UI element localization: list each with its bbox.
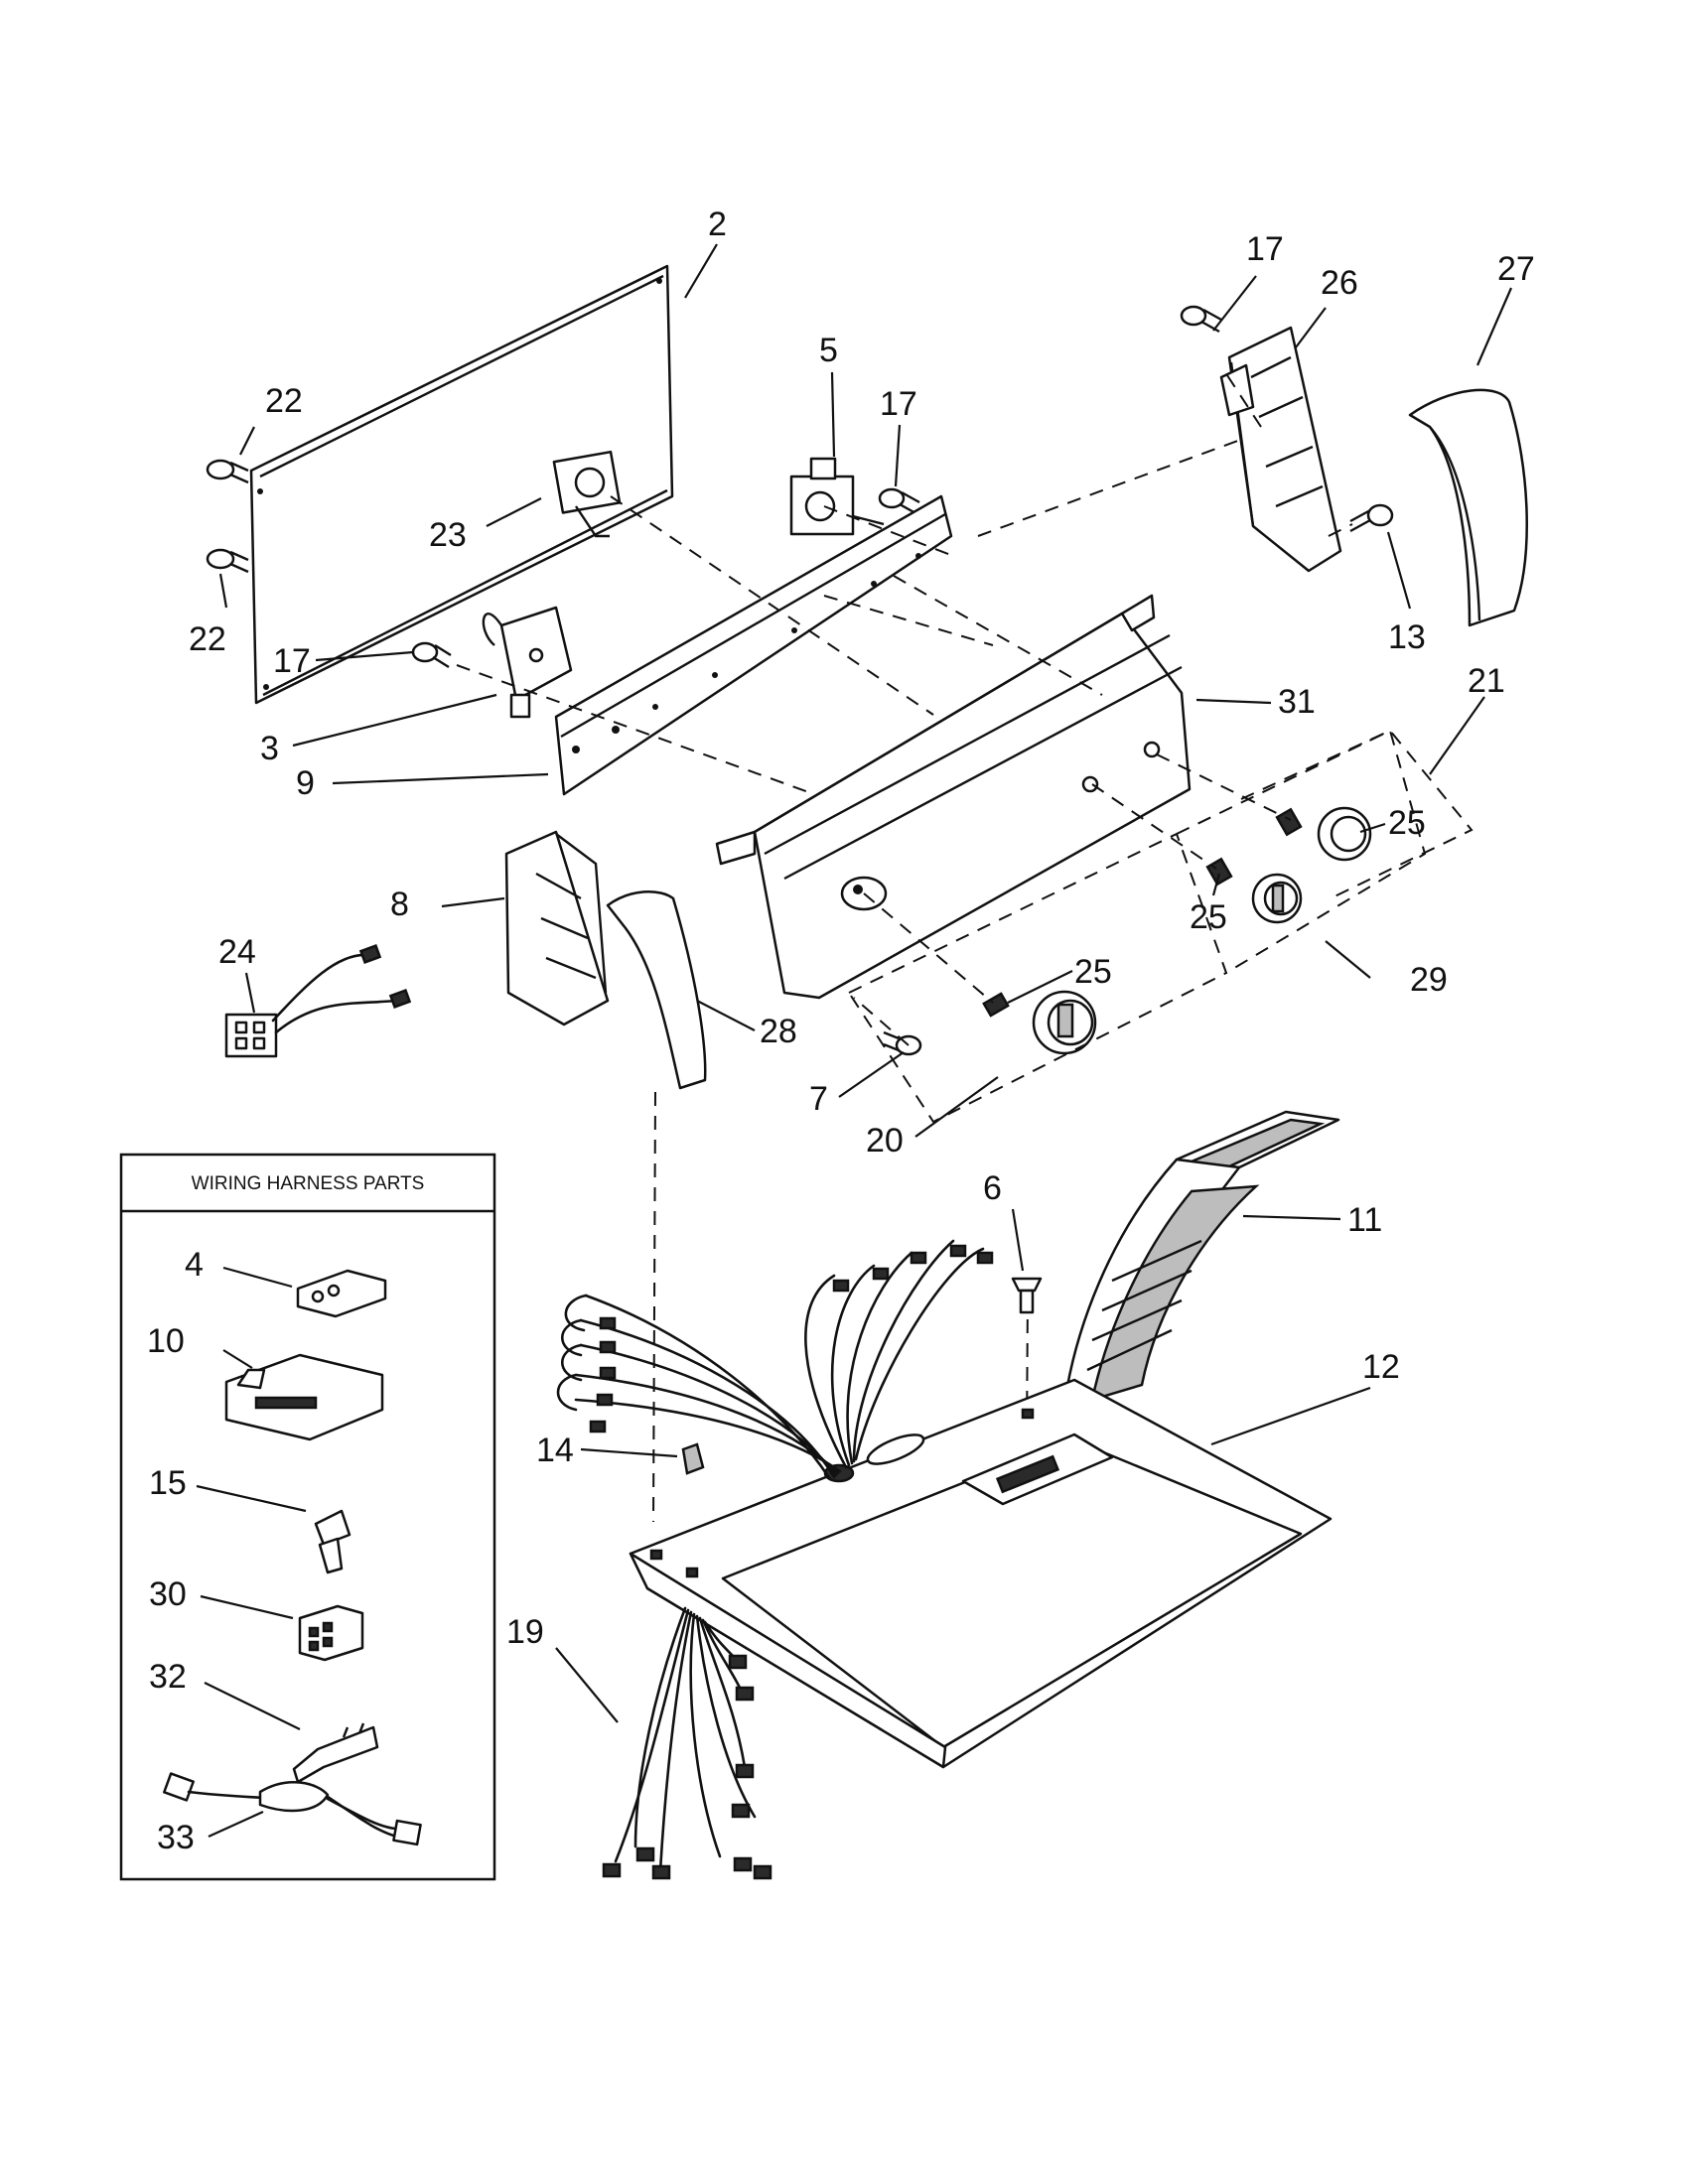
callout-33: 33 xyxy=(157,1819,195,1856)
part-17-screw-a xyxy=(411,641,452,669)
callout-25-middle: 25 xyxy=(1190,898,1227,936)
dashed-frame-21 xyxy=(1240,729,1474,899)
callout-25-front: 25 xyxy=(1074,953,1112,991)
callout-31: 31 xyxy=(1278,683,1316,721)
part-22-screw-lower xyxy=(206,548,249,574)
part-31-console xyxy=(715,594,1192,1000)
callout-6: 6 xyxy=(983,1169,1002,1207)
part-12-top-cover xyxy=(629,1378,1333,1769)
part-3-switch xyxy=(482,606,573,719)
part-13-screw xyxy=(1349,503,1394,533)
callout-8: 8 xyxy=(390,886,409,923)
callout-5: 5 xyxy=(819,332,838,369)
callout-labels: 2 3 4 5 6 7 8 9 10 11 12 13 14 15 17 17 … xyxy=(147,205,1535,1856)
part-25-knob-shaft-a xyxy=(982,992,1010,1018)
part-24-wire-harness xyxy=(224,944,412,1058)
callout-3: 3 xyxy=(260,730,279,767)
callout-17-middle: 17 xyxy=(880,385,917,423)
part-28-end-cap xyxy=(606,889,707,1090)
callout-22-lower: 22 xyxy=(189,620,226,658)
part-17-screw-b xyxy=(878,487,920,516)
part-21-knob xyxy=(1317,806,1372,862)
part-29-knob xyxy=(1251,873,1303,924)
part-9-bracket xyxy=(554,494,953,796)
box-title: WIRING HARNESS PARTS xyxy=(192,1173,425,1194)
callout-30: 30 xyxy=(149,1575,187,1613)
part-19-lower-harness xyxy=(602,1606,772,1880)
part-8-end-bracket xyxy=(504,830,610,1026)
part-11-lint-duct xyxy=(1060,1110,1340,1422)
part-20-knob xyxy=(1032,990,1097,1055)
part-26-end-cap xyxy=(1219,326,1342,573)
callout-17-left: 17 xyxy=(273,642,311,680)
callout-12: 12 xyxy=(1362,1348,1400,1386)
part-4-connector xyxy=(296,1269,387,1318)
part-7-screw xyxy=(883,1030,922,1056)
harness-upper-wires xyxy=(556,1239,994,1481)
part-10-terminal-block xyxy=(224,1353,384,1441)
callout-20: 20 xyxy=(866,1122,904,1160)
callout-7: 7 xyxy=(809,1080,828,1118)
wiring-harness-parts-box: WIRING HARNESS PARTS xyxy=(119,1153,496,1881)
callout-22-upper: 22 xyxy=(265,382,303,420)
callout-28: 28 xyxy=(760,1013,797,1050)
part-14-clip xyxy=(681,1442,705,1475)
callout-2: 2 xyxy=(708,205,727,243)
part-2-rear-panel xyxy=(249,264,674,705)
part-22-screw-upper xyxy=(206,459,249,484)
part-27-end-cap xyxy=(1408,388,1528,627)
leader-lines xyxy=(196,243,1513,1839)
callout-4: 4 xyxy=(185,1246,204,1284)
callout-29: 29 xyxy=(1410,961,1448,999)
callout-13: 13 xyxy=(1388,618,1426,656)
callout-27: 27 xyxy=(1497,250,1535,288)
part-23-switch xyxy=(552,450,622,538)
part-25-knob-shaft-b xyxy=(1205,857,1233,887)
part-33-wire-assembly xyxy=(163,1772,422,1846)
callout-19: 19 xyxy=(506,1613,544,1651)
part-32-terminal xyxy=(292,1722,379,1784)
part-15-clip xyxy=(314,1509,351,1574)
callout-23: 23 xyxy=(429,516,467,554)
callout-10: 10 xyxy=(147,1322,185,1360)
callout-15: 15 xyxy=(149,1464,187,1502)
callout-25-right: 25 xyxy=(1388,804,1426,842)
part-30-connector xyxy=(298,1604,364,1662)
callout-14: 14 xyxy=(536,1432,574,1469)
part-25-knob-shaft-c xyxy=(1275,807,1303,837)
callout-32: 32 xyxy=(149,1658,187,1696)
dashed-frame-29 xyxy=(1176,729,1427,974)
callout-11: 11 xyxy=(1347,1201,1382,1239)
callout-24: 24 xyxy=(218,933,256,971)
callout-9: 9 xyxy=(296,764,315,802)
callout-17-right: 17 xyxy=(1246,230,1284,268)
callout-26: 26 xyxy=(1321,264,1358,302)
part-17-screw-c xyxy=(1180,305,1222,334)
part-6-screw xyxy=(1011,1277,1043,1314)
part-5-switch xyxy=(789,457,885,536)
callout-21: 21 xyxy=(1468,662,1505,700)
alignment-lines xyxy=(456,368,1353,1523)
